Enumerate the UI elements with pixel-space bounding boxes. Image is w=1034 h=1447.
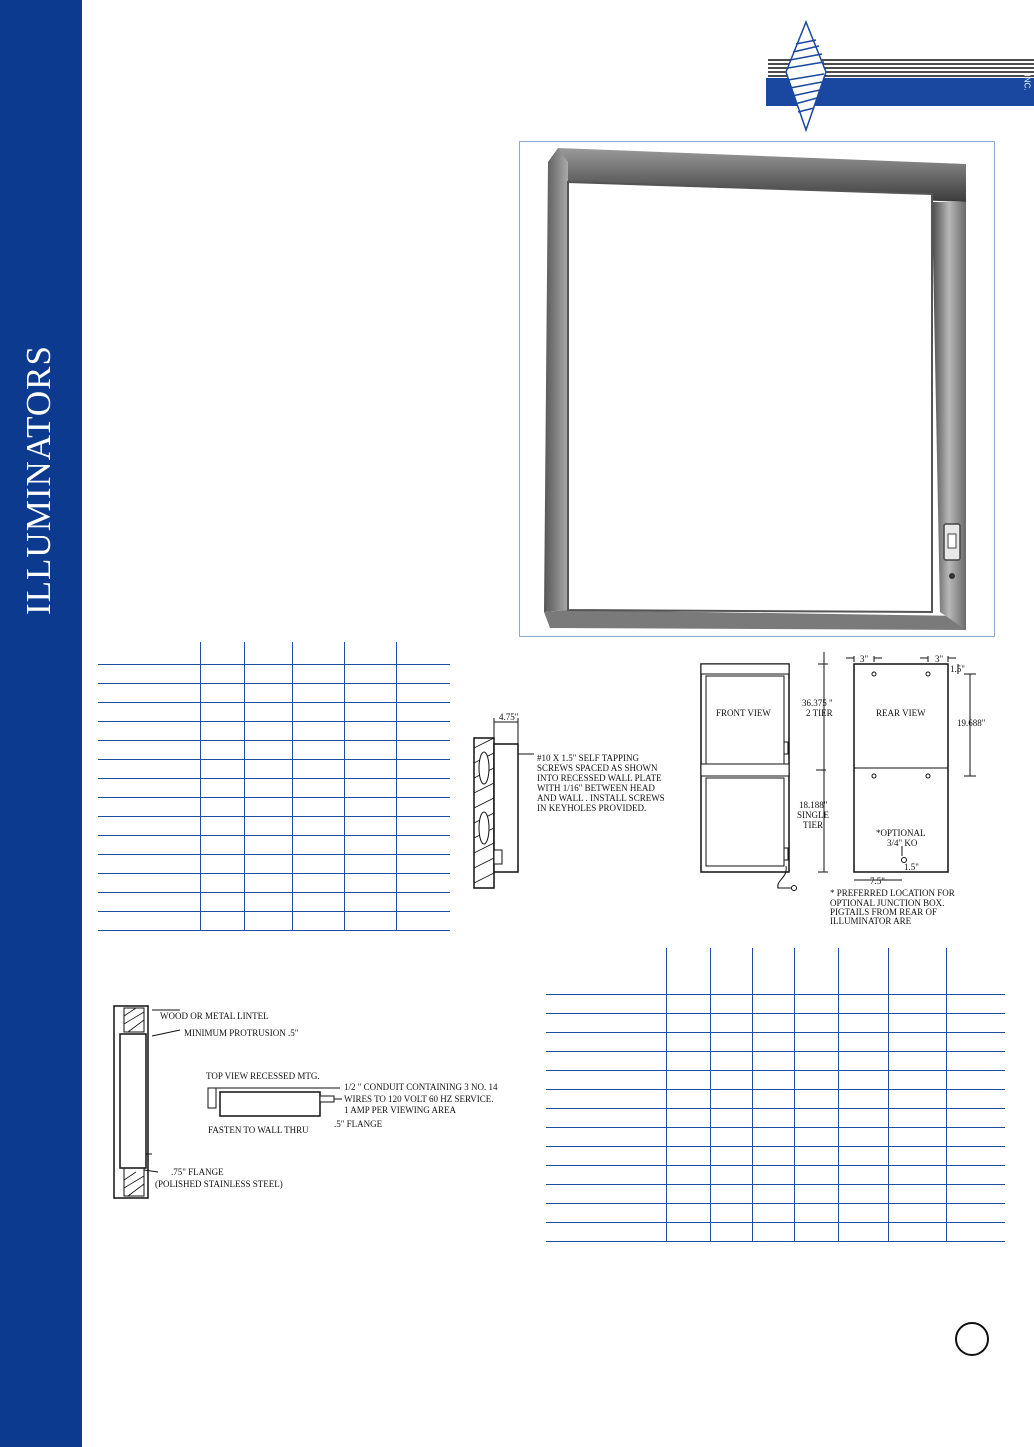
- conduit-note-2: WIRES TO 120 VOLT 60 HZ SERVICE.: [344, 1094, 494, 1104]
- table-row: [546, 1127, 1005, 1147]
- dim-19-688: 19.688": [957, 718, 986, 728]
- logo-suffix: INC.: [1022, 74, 1032, 91]
- dim-single-tier: TIER: [803, 820, 823, 830]
- table-row: [546, 1032, 1005, 1052]
- front-view-label: FRONT VIEW: [716, 708, 771, 718]
- dim-4-75: 4.75": [499, 712, 519, 722]
- conduit-note-3: 1 AMP PER VIEWING AREA: [344, 1105, 457, 1115]
- table-row: [98, 892, 450, 912]
- preferred-note-4: ILLUMINATOR ARE: [830, 916, 912, 926]
- illuminator-photo: [544, 148, 966, 630]
- dimension-table-left: [98, 642, 450, 931]
- product-photo-frame: [519, 141, 995, 637]
- dim-2-tier-label: 2 TIER: [806, 708, 833, 718]
- top-view-label: TOP VIEW RECESSED MTG.: [206, 1071, 320, 1081]
- table-row: [546, 1108, 1005, 1128]
- screw-note-5: AND WALL . INSTALL SCREWS: [537, 793, 665, 803]
- dim-single-value: 18.188": [799, 800, 828, 810]
- sidebar-title: ILLUMINATORS: [19, 345, 58, 615]
- preferred-note-2: OPTIONAL JUNCTION BOX.: [830, 898, 945, 908]
- table-row: [546, 1070, 1005, 1090]
- table-row: [98, 683, 450, 703]
- rear-view-label: REAR VIEW: [876, 708, 926, 718]
- dim-7-5: 7.5": [870, 876, 885, 886]
- table-row: [98, 721, 450, 741]
- table-row: [546, 1051, 1005, 1071]
- table-row: [546, 1089, 1005, 1109]
- screw-note-1: #10 X 1.5" SELF TAPPING: [537, 753, 640, 763]
- flange-5-label: .5" FLANGE: [334, 1119, 383, 1129]
- table-row: [546, 1222, 1005, 1242]
- table-row: [98, 642, 450, 665]
- side-mount-diagram: [473, 718, 534, 889]
- recessed-mount-diagram: [113, 1005, 342, 1199]
- table-row: [546, 994, 1005, 1014]
- company-logo: [766, 16, 1034, 134]
- fasten-label: FASTEN TO WALL THRU: [208, 1125, 309, 1135]
- dim-1-5-bottom: 1.5": [904, 862, 919, 872]
- flange-75-material: (POLISHED STAINLESS STEEL): [155, 1179, 283, 1189]
- table-row: [98, 778, 450, 798]
- preferred-note-3: PIGTAILS FROM REAR OF: [830, 907, 938, 917]
- optional-ko-2: 3/4" KO: [887, 838, 918, 848]
- dim-3-left: 3": [860, 654, 869, 664]
- preferred-note-1: * PREFERRED LOCATION FOR: [830, 888, 955, 898]
- flange-75-label: .75" FLANGE: [171, 1167, 224, 1177]
- screw-note-2: SCREWS SPACED AS SHOWN: [537, 763, 658, 773]
- dim-1-5-top: 1.5": [950, 664, 965, 674]
- dim-3-right: 3": [935, 654, 944, 664]
- table-row: [98, 702, 450, 722]
- table-row: [98, 664, 450, 684]
- table-row: [98, 873, 450, 893]
- table-row: [546, 1013, 1005, 1033]
- table-row: [98, 816, 450, 836]
- front-rear-view-diagram: [700, 652, 976, 891]
- table-row: [98, 854, 450, 874]
- table-row: [546, 1165, 1005, 1185]
- screw-note-3: INTO RECESSED WALL PLATE: [537, 773, 662, 783]
- table-row: [546, 1184, 1005, 1204]
- conduit-note-1: 1/2 " CONDUIT CONTAINING 3 NO. 14: [344, 1082, 498, 1092]
- table-row: [98, 797, 450, 817]
- screw-note-6: IN KEYHOLES PROVIDED.: [537, 803, 647, 813]
- table-row: [98, 759, 450, 779]
- screw-note-4: WITH 1/16" BETWEEN HEAD: [537, 783, 655, 793]
- dim-2-tier-value: 36.375 ": [802, 698, 833, 708]
- table-row: [98, 911, 450, 931]
- table-row: [546, 1146, 1005, 1166]
- page-number-circle: [955, 1322, 989, 1356]
- sidebar: ILLUMINATORS: [0, 0, 82, 1447]
- dim-single-label: SINGLE: [797, 810, 829, 820]
- lintel-label: WOOD OR METAL LINTEL: [160, 1011, 269, 1021]
- table-row: [98, 835, 450, 855]
- table-row: [546, 1203, 1005, 1223]
- optional-ko-1: *OPTIONAL: [876, 828, 926, 838]
- table-row: [98, 740, 450, 760]
- dimension-table-right: [546, 948, 1005, 1242]
- table-row: [546, 948, 1005, 995]
- protrusion-label: MINIMUM PROTRUSION .5": [184, 1028, 299, 1038]
